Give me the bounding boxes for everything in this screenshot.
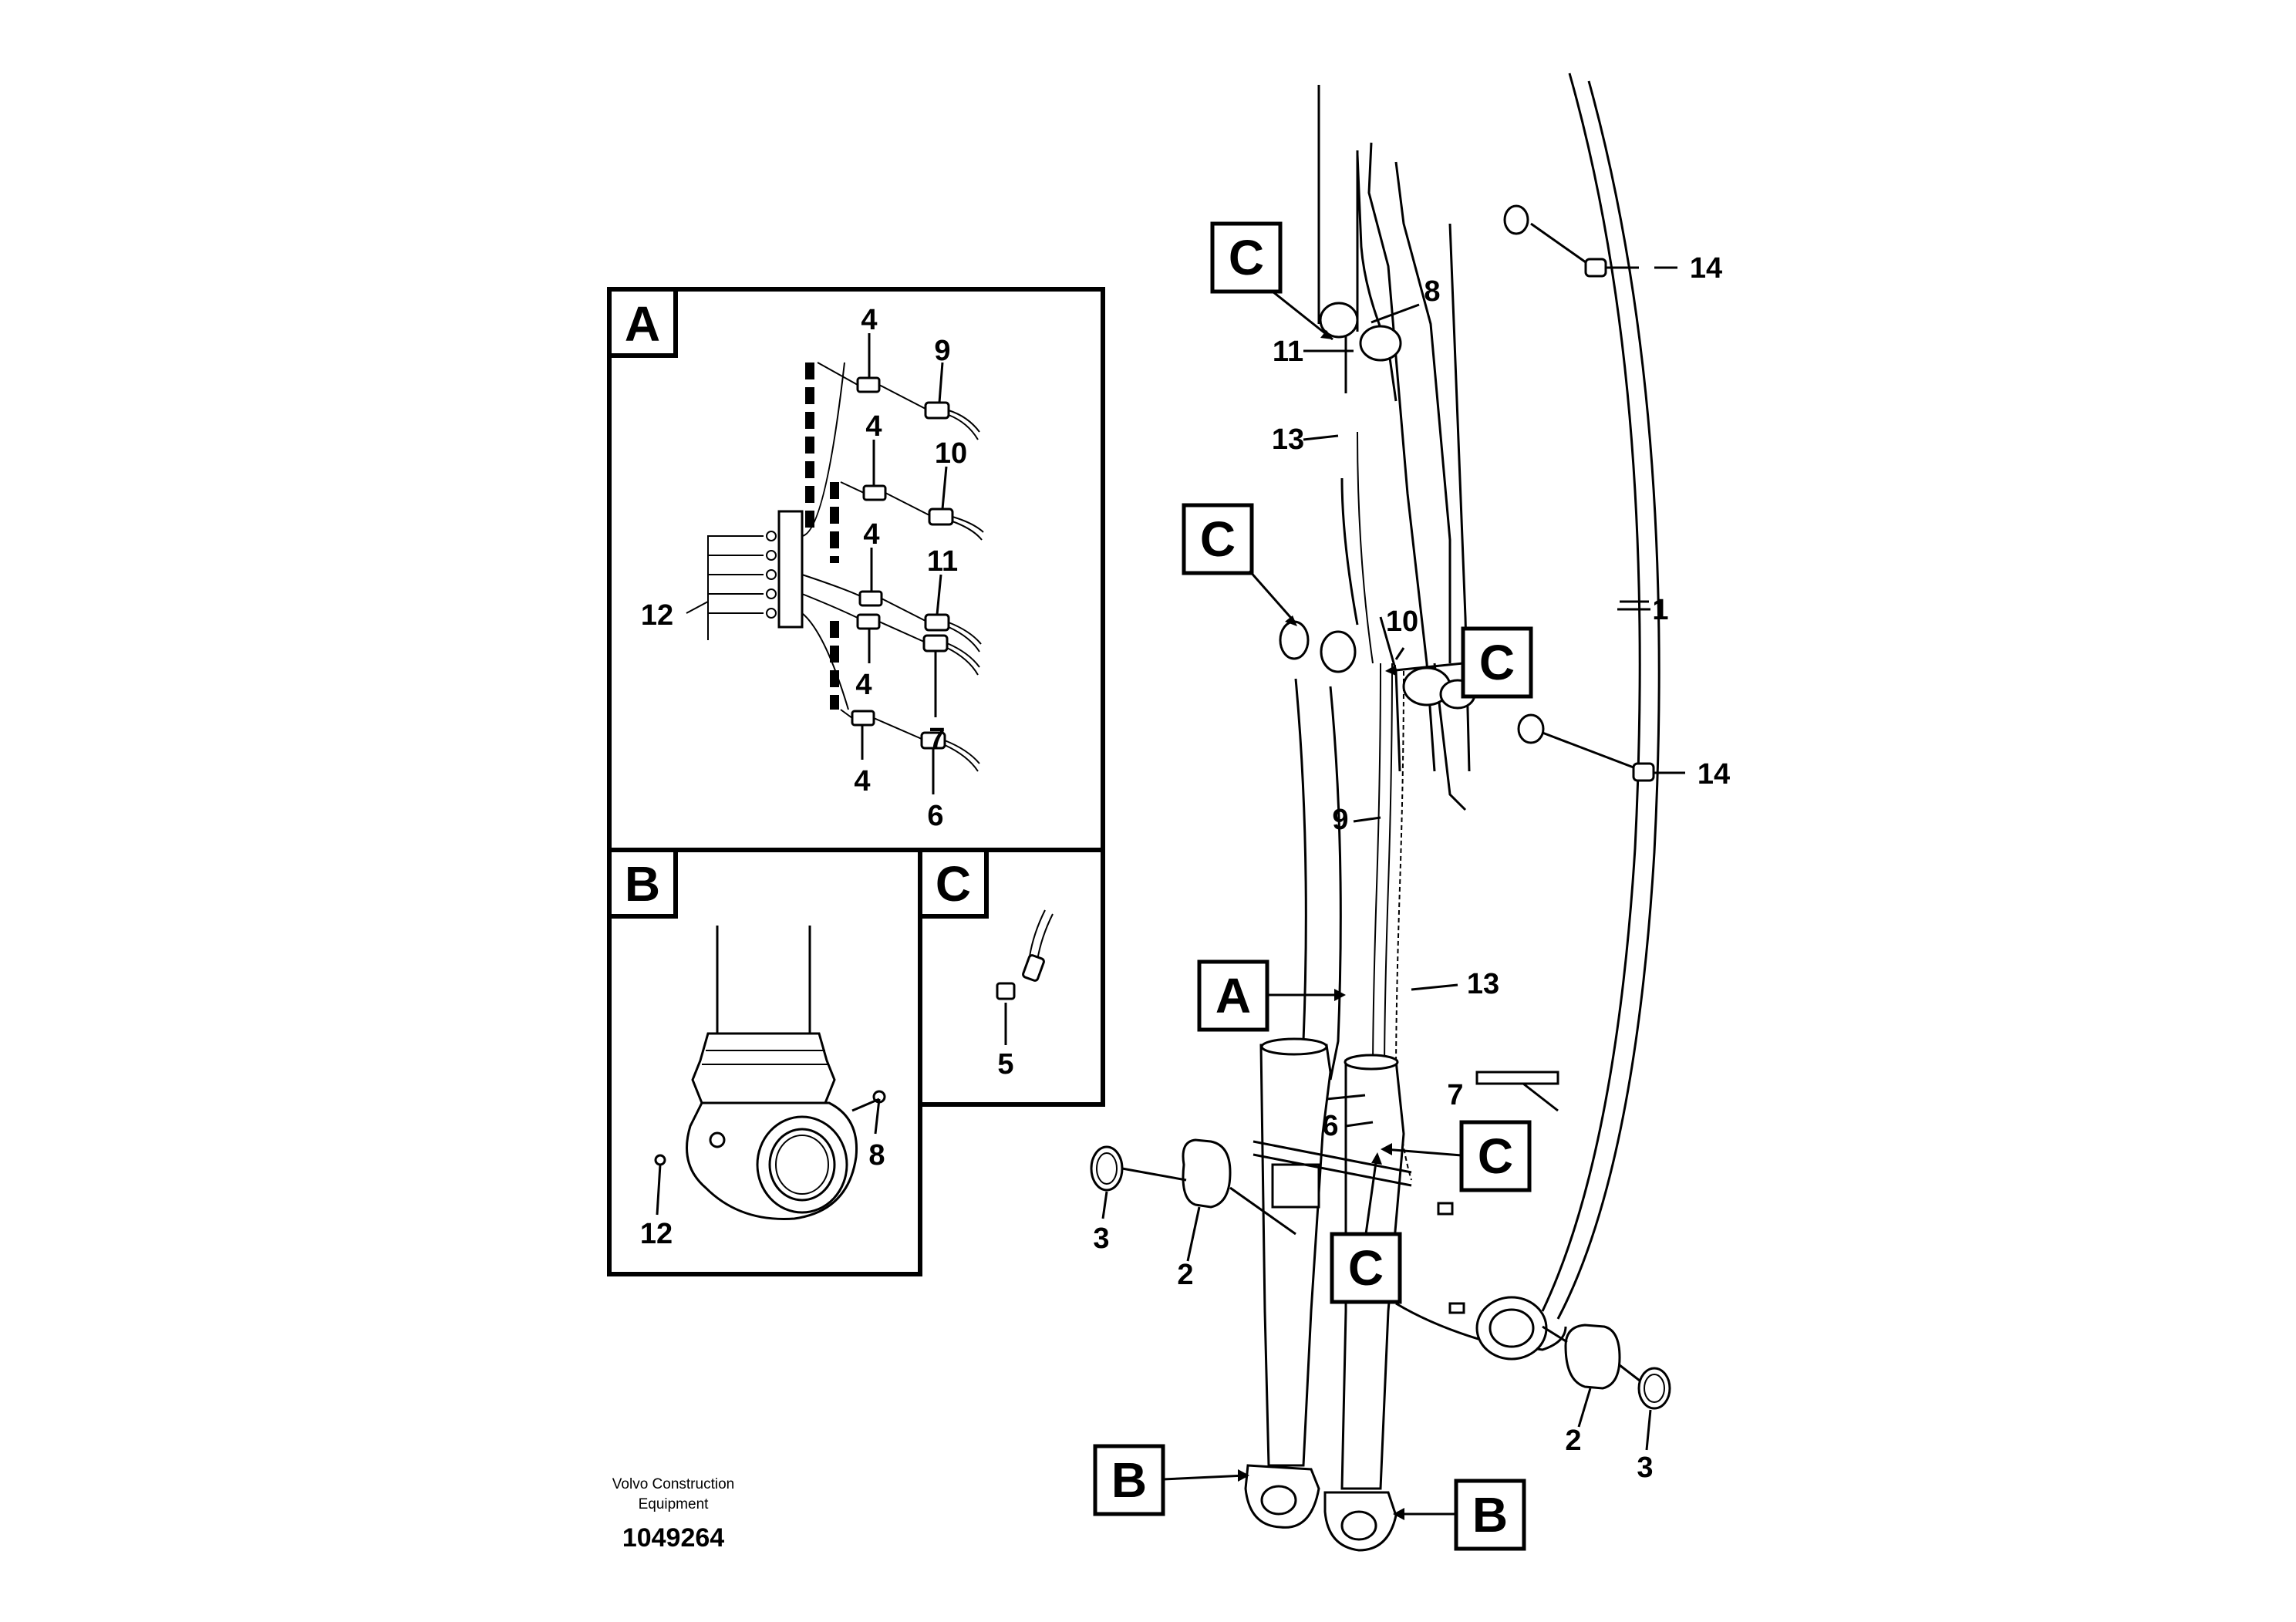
view-marker-label: C bbox=[1229, 230, 1264, 285]
view-marker-label: C bbox=[1200, 511, 1236, 567]
callout-7: 7 bbox=[1447, 1079, 1463, 1111]
callout-2: 2 bbox=[1565, 1425, 1581, 1457]
detail-panel-a: A bbox=[607, 287, 1105, 852]
callout-4: 4 bbox=[865, 410, 882, 443]
view-marker: C bbox=[1182, 503, 1297, 626]
callout-1: 1 bbox=[1652, 594, 1668, 626]
callout-4: 4 bbox=[861, 304, 877, 336]
boom-assembly-view: C C C A C bbox=[1090, 73, 1730, 1552]
callout-3: 3 bbox=[1637, 1452, 1653, 1484]
callout-11: 11 bbox=[927, 545, 958, 578]
view-marker: B bbox=[1093, 1444, 1249, 1516]
callout-12: 12 bbox=[640, 1218, 673, 1250]
callout-14: 14 bbox=[1690, 252, 1722, 285]
callout-10: 10 bbox=[935, 437, 967, 470]
callout-13: 13 bbox=[1467, 968, 1499, 1000]
callout-4: 4 bbox=[855, 669, 872, 701]
view-marker: C bbox=[1210, 221, 1333, 341]
view-marker-label: C bbox=[1478, 1128, 1513, 1184]
view-marker: C bbox=[1381, 1120, 1532, 1192]
view-marker: C bbox=[1330, 1152, 1402, 1304]
panel-b-label: B bbox=[625, 856, 660, 912]
detail-panel-b: B 8 12 bbox=[607, 848, 922, 1276]
drawing-number: 1049264 bbox=[622, 1523, 724, 1553]
detail-panel-c: C 5 bbox=[918, 848, 1105, 1107]
callout-9: 9 bbox=[934, 335, 950, 367]
panel-a-label: A bbox=[625, 296, 660, 352]
view-marker: C bbox=[1385, 626, 1533, 699]
view-marker-label: A bbox=[1215, 968, 1251, 1023]
callout-13: 13 bbox=[1272, 423, 1304, 456]
callout-8: 8 bbox=[868, 1139, 885, 1172]
panel-c-label: C bbox=[936, 856, 971, 912]
callout-4: 4 bbox=[863, 518, 879, 551]
callout-3: 3 bbox=[1093, 1222, 1109, 1255]
company-name-line2: Equipment bbox=[639, 1496, 710, 1512]
callout-9: 9 bbox=[1332, 804, 1348, 836]
view-marker-label: C bbox=[1479, 635, 1515, 690]
company-name-line1: Volvo Construction bbox=[612, 1476, 734, 1492]
callout-11: 11 bbox=[1273, 336, 1303, 368]
view-marker: B bbox=[1393, 1479, 1526, 1551]
callout-2: 2 bbox=[1177, 1259, 1193, 1291]
callout-12: 12 bbox=[641, 599, 673, 632]
callout-6: 6 bbox=[927, 800, 943, 832]
callout-10: 10 bbox=[1386, 605, 1418, 638]
view-marker-label: B bbox=[1472, 1487, 1508, 1543]
callout-7: 7 bbox=[929, 723, 945, 755]
callout-6: 6 bbox=[1322, 1110, 1338, 1142]
view-marker: A bbox=[1197, 959, 1346, 1032]
callout-4: 4 bbox=[854, 765, 870, 798]
callout-8: 8 bbox=[1424, 275, 1440, 308]
footer: Volvo Construction Equipment 1049264 bbox=[612, 1476, 734, 1553]
callout-5: 5 bbox=[997, 1048, 1013, 1081]
view-marker-label: B bbox=[1111, 1452, 1147, 1508]
callout-14: 14 bbox=[1698, 758, 1730, 791]
view-marker-label: C bbox=[1348, 1240, 1384, 1296]
